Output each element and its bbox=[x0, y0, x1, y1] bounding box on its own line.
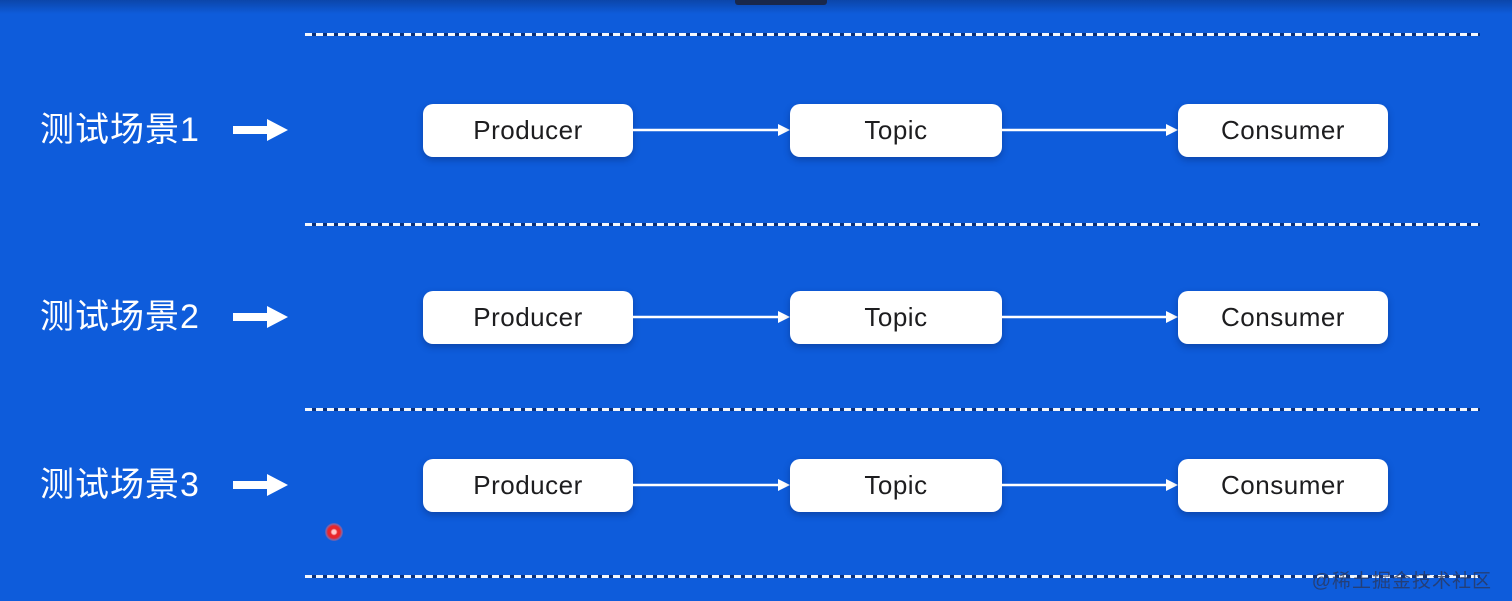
watermark: @稀土掘金技术社区 bbox=[1311, 571, 1492, 592]
topic-node: Topic bbox=[790, 291, 1002, 344]
topic-label: Topic bbox=[864, 302, 928, 332]
producer-label: Producer bbox=[473, 115, 583, 145]
scenario-row: 测试场景3 Producer Topic Consumer bbox=[0, 457, 1512, 513]
block-arrow-icon bbox=[233, 119, 288, 141]
dashed-separator bbox=[305, 223, 1480, 226]
laser-pointer-dot bbox=[325, 523, 343, 541]
producer-label: Producer bbox=[473, 302, 583, 332]
consumer-node: Consumer bbox=[1178, 104, 1388, 157]
flow-arrow-icon bbox=[633, 311, 790, 323]
dashed-separator bbox=[305, 408, 1480, 411]
scenario-label: 测试场景3 bbox=[40, 466, 200, 504]
topic-node: Topic bbox=[790, 104, 1002, 157]
producer-node: Producer bbox=[423, 104, 633, 157]
dashed-separator bbox=[305, 575, 1480, 578]
block-arrow-icon bbox=[233, 474, 288, 496]
consumer-node: Consumer bbox=[1178, 459, 1388, 512]
block-arrow-icon bbox=[233, 306, 288, 328]
consumer-label: Consumer bbox=[1221, 115, 1345, 145]
flow-arrow-icon bbox=[633, 479, 790, 491]
consumer-node: Consumer bbox=[1178, 291, 1388, 344]
flow-arrow-icon bbox=[1002, 311, 1178, 323]
flow-arrow-icon bbox=[633, 124, 790, 136]
scenario-label: 测试场景2 bbox=[40, 298, 200, 336]
dashed-separator bbox=[305, 33, 1480, 36]
producer-node: Producer bbox=[423, 459, 633, 512]
consumer-label: Consumer bbox=[1221, 302, 1345, 332]
topic-label: Topic bbox=[864, 115, 928, 145]
scenario-row: 测试场景2 Producer Topic Consumer bbox=[0, 289, 1512, 345]
topic-label: Topic bbox=[864, 470, 928, 500]
flow-arrow-icon bbox=[1002, 124, 1178, 136]
producer-label: Producer bbox=[473, 470, 583, 500]
topic-node: Topic bbox=[790, 459, 1002, 512]
flow-arrow-icon bbox=[1002, 479, 1178, 491]
scenario-row: 测试场景1 Producer Topic Consumer bbox=[0, 102, 1512, 158]
producer-node: Producer bbox=[423, 291, 633, 344]
consumer-label: Consumer bbox=[1221, 470, 1345, 500]
scenario-label: 测试场景1 bbox=[40, 111, 200, 149]
top-progress-bar bbox=[735, 0, 827, 5]
